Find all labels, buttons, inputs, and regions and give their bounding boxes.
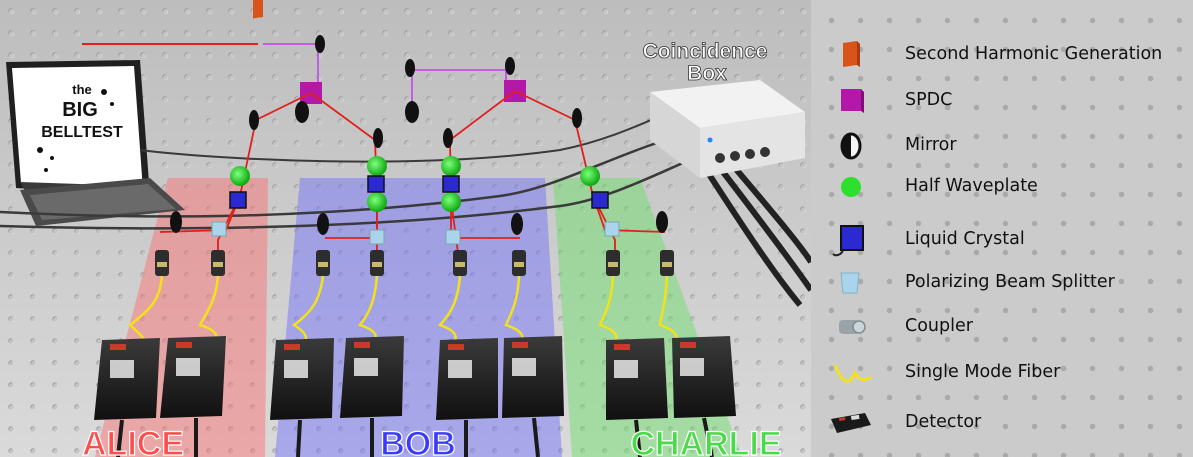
cable-bundle <box>702 166 803 307</box>
cable <box>0 138 741 230</box>
half-waveplate <box>230 166 250 186</box>
legend-item-fiber: Single Mode Fiber <box>811 355 1193 391</box>
half-waveplate <box>441 192 461 212</box>
legend-item-hwp: Half Waveplate <box>811 169 1193 205</box>
coupler-icon <box>839 320 866 334</box>
bob-label: BOB <box>380 425 456 457</box>
shg-crystal <box>253 0 263 19</box>
coincidence-box <box>650 80 805 178</box>
alice-label: ALICE <box>82 425 184 457</box>
legend-item-spdc: SPDC <box>811 83 1193 119</box>
legend-item-pbs: Polarizing Beam Splitter <box>811 265 1193 301</box>
detector-icon <box>831 413 871 433</box>
liquid-crystal <box>591 191 609 209</box>
shg-crystal-icon <box>843 41 860 67</box>
cable <box>0 128 701 218</box>
detector-cables <box>116 417 714 457</box>
beam-splitter <box>445 229 461 245</box>
half-waveplate <box>441 156 461 176</box>
mirror <box>405 101 419 123</box>
beam-splitter-icon <box>840 272 860 294</box>
cable <box>139 111 671 163</box>
logo-the: the <box>72 82 92 97</box>
mirror <box>315 35 325 53</box>
cable-bundle <box>717 166 811 292</box>
coincidence-box-label-2: Box <box>687 62 727 85</box>
legend-label: Single Mode Fiber <box>905 362 1061 382</box>
legend-label: Detector <box>905 412 982 432</box>
legend-item-detector: Detector <box>811 405 1193 441</box>
logo-big: BIG <box>62 99 98 121</box>
half-waveplate <box>580 166 600 186</box>
mirror <box>505 57 515 75</box>
legend-item-lc: Liquid Crystal <box>811 222 1193 258</box>
half-waveplate-icon <box>841 177 861 197</box>
legend-label: SPDC <box>905 90 953 110</box>
legend-label: Coupler <box>905 316 973 336</box>
charlie-label: CHARLIE <box>630 425 781 457</box>
mirror <box>295 101 309 123</box>
legend-label: Polarizing Beam Splitter <box>905 272 1115 292</box>
liquid-crystal <box>367 175 385 193</box>
beam-splitter <box>604 221 620 237</box>
legend-label: Liquid Crystal <box>905 229 1025 249</box>
liquid-crystal <box>229 191 247 209</box>
half-waveplate <box>367 156 387 176</box>
legend-label: Mirror <box>905 135 957 155</box>
mirror <box>656 211 668 233</box>
liquid-crystal <box>442 175 460 193</box>
fiber-icon <box>833 364 872 383</box>
mirror <box>249 110 259 130</box>
legend-item-coupler: Coupler <box>811 309 1193 345</box>
logo-belltest: BELLTEST <box>41 124 123 141</box>
legend-label: Second Harmonic Generation <box>905 44 1163 64</box>
legend-item-shg: Second Harmonic Generation <box>811 37 1193 73</box>
liquid-crystal-icon <box>832 225 864 257</box>
mirror <box>443 128 453 148</box>
half-waveplate <box>367 192 387 212</box>
mirror <box>572 108 582 128</box>
mirror <box>170 211 182 233</box>
beam-splitter <box>369 229 385 245</box>
coincidence-box-label: Coincidence <box>643 40 768 63</box>
legend-panel: Second Harmonic Generation SPDC Mirror H… <box>811 0 1193 457</box>
optical-table-scene: the BIG BELLTEST Coincidence Box <box>0 0 811 457</box>
mirror <box>373 128 383 148</box>
beam-splitter <box>211 221 227 237</box>
spdc-crystal-icon <box>841 89 864 113</box>
legend-label: Half Waveplate <box>905 176 1038 196</box>
cable-bundle <box>732 166 811 264</box>
mirror <box>405 59 415 77</box>
detectors <box>94 336 736 420</box>
legend-item-mirror: Mirror <box>811 128 1193 164</box>
mirror <box>317 213 329 235</box>
mirror <box>511 213 523 235</box>
mirror-icon <box>840 132 862 160</box>
